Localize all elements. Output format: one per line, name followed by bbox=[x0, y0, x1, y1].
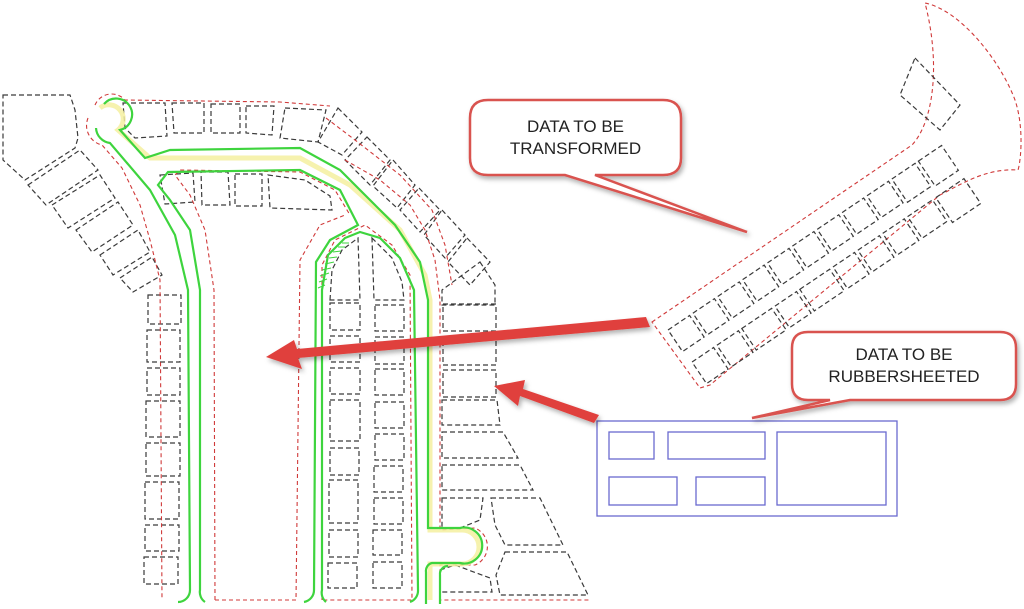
callout-transformed: DATA TO BE TRANSFORMED bbox=[472, 103, 679, 173]
callout-transformed-shape bbox=[468, 98, 748, 234]
rubbersheet-source-block bbox=[596, 420, 898, 517]
callout-rubbersheeted: DATA TO BE RUBBERSHEETED bbox=[794, 334, 1014, 398]
transform-source-block bbox=[651, 2, 1022, 389]
upper-row-lots bbox=[667, 144, 960, 353]
hatch-marks bbox=[317, 242, 349, 289]
callout-transformed-line2: TRANSFORMED bbox=[509, 139, 642, 158]
callout-transformed-line1: DATA TO BE bbox=[527, 117, 624, 136]
rubbersheet-arrow bbox=[494, 380, 599, 423]
transform-arrow bbox=[266, 317, 650, 369]
callout-rubbersheeted-line2: RUBBERSHEETED bbox=[828, 367, 980, 386]
lower-row-lots bbox=[691, 177, 982, 385]
left-column-lots bbox=[143, 294, 182, 585]
callout-rubbersheeted-shape bbox=[751, 330, 1018, 420]
road-network bbox=[94, 97, 484, 604]
callout-rubbersheeted-line1: DATA TO BE bbox=[855, 345, 953, 364]
